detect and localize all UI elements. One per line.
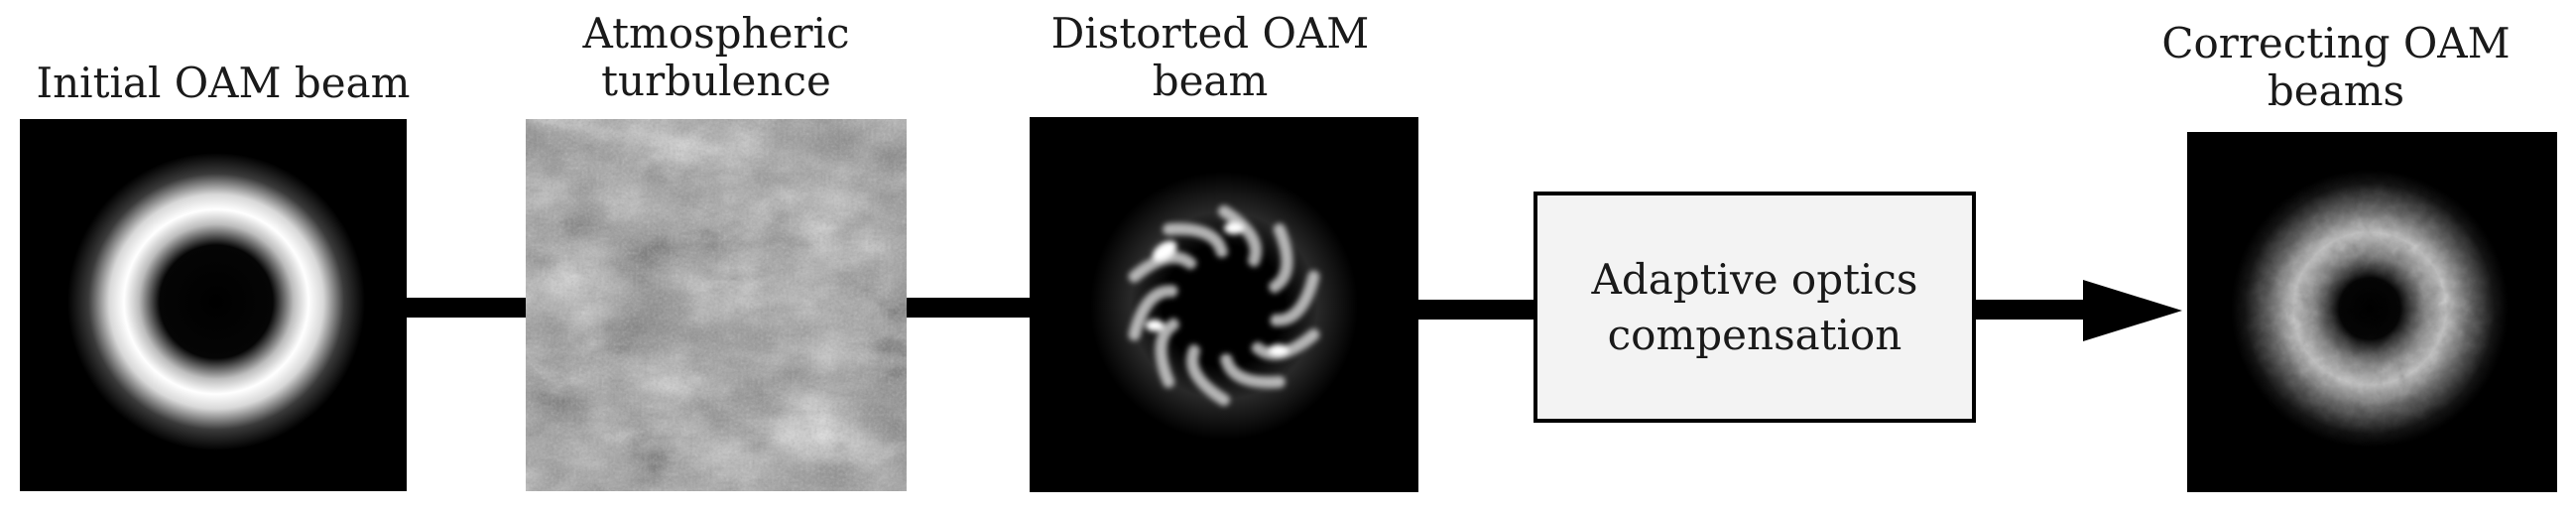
connector-line-1 (407, 298, 526, 318)
arrow-head-icon (2083, 280, 2182, 341)
distorted-beam-label-line1: Distorted OAM (1050, 9, 1370, 58)
adaptive-optics-line2: compensation (1607, 310, 1902, 359)
connector-line-2 (907, 298, 1030, 318)
distorted-beam-image (1030, 117, 1418, 492)
connector-line-3 (1418, 300, 1535, 320)
turbulence-label: Atmospheric turbulence (526, 10, 907, 105)
turbulence-image (526, 119, 907, 491)
corrected-beams-image (2187, 132, 2557, 492)
distorted-beam-label-line2: beam (1152, 57, 1269, 105)
distorted-beam-label: Distorted OAM beam (1012, 10, 1409, 105)
initial-beam-image (20, 119, 407, 491)
turbulence-label-line2: turbulence (601, 57, 831, 105)
corrected-beams-label-line1: Correcting OAM (2161, 19, 2511, 67)
adaptive-optics-box: Adaptive optics compensation (1533, 192, 1976, 423)
corrected-beams-label: Correcting OAM beams (2133, 20, 2539, 115)
arrow-shaft (1976, 300, 2087, 320)
corrected-beams-label-line2: beams (2267, 66, 2405, 115)
adaptive-optics-line1: Adaptive optics (1591, 254, 1918, 304)
turbulence-label-line1: Atmospheric (582, 9, 850, 58)
initial-beam-label: Initial OAM beam (36, 59, 411, 107)
